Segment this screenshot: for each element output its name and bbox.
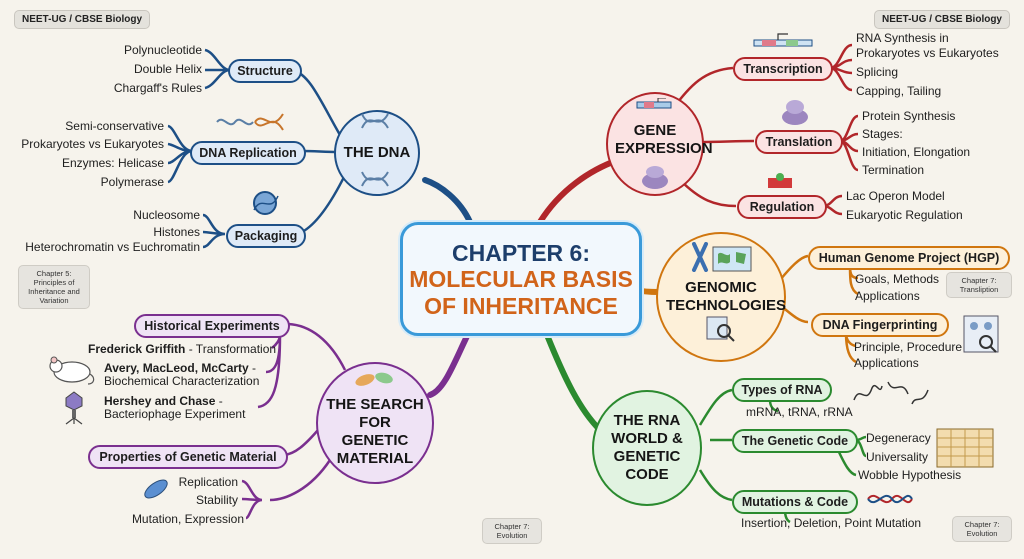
- chromosome-icon: [692, 242, 708, 272]
- magnifier-icon: [706, 316, 735, 342]
- branch-genetic-code[interactable]: The Genetic Code: [732, 429, 858, 453]
- fingerprinting-item: Principle, Procedure: [854, 340, 963, 354]
- translation-item: Protein Synthesis: [862, 109, 956, 123]
- mutations-item: Insertion, Deletion, Point Mutation: [741, 516, 922, 530]
- repressor-icon: [768, 173, 792, 188]
- replication-item: Polymerase: [100, 175, 164, 189]
- genetic-code-item: Degeneracy: [866, 431, 931, 445]
- packaging-item: Nucleosome: [133, 208, 200, 222]
- hub-label: GENE EXPRESSION: [615, 122, 713, 157]
- mouse-icon: [49, 356, 95, 385]
- subject-badge-left: NEET-UG / CBSE Biology: [14, 10, 151, 29]
- translation-item: Stages:: [862, 127, 903, 141]
- hub-the-dna: THE DNA: [334, 110, 420, 196]
- properties-item: Stability: [195, 493, 238, 507]
- chapter-note-right: Chapter 7: Transliption: [946, 272, 1012, 298]
- chapter-title-box: CHAPTER 6: MOLECULAR BASIS OF INHERITANC…: [400, 222, 642, 336]
- replication-item: Semi-conservative: [65, 119, 164, 133]
- chapter-note-bottom-right: Chapter 7: Evolution: [952, 516, 1012, 542]
- properties-item: Mutation, Expression: [131, 512, 244, 526]
- hub-genomic-technologies: GENOMIC TECHNOLOGIES: [656, 232, 786, 362]
- hub-label: THE SEARCH FOR GENETIC MATERIAL: [326, 396, 424, 467]
- chapter-number: CHAPTER 6:: [451, 240, 590, 266]
- regulation-item: Eukaryotic Regulation: [846, 208, 963, 222]
- branch-translation[interactable]: Translation: [755, 130, 843, 154]
- branch-mutations-code[interactable]: Mutations & Code: [732, 490, 858, 514]
- chapter-note-bottom: Chapter 7: Evolution: [482, 518, 542, 544]
- fingerprinting-item: Applications: [854, 356, 919, 370]
- gene-diagram-icon: [216, 113, 284, 131]
- structure-item: Chargaff's Rules: [113, 81, 202, 95]
- rna-types-item: mRNA, tRNA, rRNA: [746, 405, 853, 419]
- regulation-item: Lac Operon Model: [846, 189, 945, 203]
- gene-diagram-icon: [636, 98, 672, 109]
- branch-human-genome-project[interactable]: Human Genome Project (HGP): [808, 246, 1010, 270]
- chapter-title-line-1: MOLECULAR BASIS: [409, 266, 633, 292]
- hub-label: THE DNA: [343, 144, 411, 161]
- dna-helix-icon: [867, 494, 913, 504]
- packaging-item: Heterochromatin vs Euchromatin: [25, 240, 200, 254]
- experiment-item-hershey-detail: Bacteriophage Experiment: [104, 407, 246, 421]
- transcription-item: Splicing: [856, 65, 899, 79]
- hgp-item: Applications: [855, 289, 920, 303]
- translation-item: Termination: [862, 163, 925, 177]
- transcription-item: RNA Synthesis in: [856, 31, 949, 45]
- experiment-item-avery: Avery, MacLeod, McCarty -: [104, 361, 257, 375]
- dna-helix-icon: [361, 171, 389, 187]
- replication-item: Enzymes: Helicase: [61, 156, 164, 170]
- codon-table-icon: [936, 428, 994, 468]
- branch-dna-replication[interactable]: DNA Replication: [190, 141, 306, 165]
- ribosome-icon: [642, 166, 668, 189]
- world-map-icon: [712, 246, 752, 272]
- experiment-item-griffith: Frederick Griffith - Transformation: [88, 342, 277, 356]
- hub-search-for-genetic-material: THE SEARCH FOR GENETIC MATERIAL: [316, 362, 434, 484]
- branch-types-of-rna[interactable]: Types of RNA: [732, 378, 832, 402]
- dna-helix-icon: [361, 113, 389, 129]
- properties-item: Replication: [178, 475, 238, 489]
- genetic-code-item: Wobble Hypothesis: [858, 468, 962, 482]
- branch-transcription[interactable]: Transcription: [733, 57, 833, 81]
- transcription-item: Prokaryotes vs Eukaryotes: [856, 46, 999, 60]
- translation-item: Initiation, Elongation: [862, 145, 971, 159]
- bacteriophage-icon: [65, 391, 83, 425]
- bacteria-icon: [355, 372, 393, 386]
- fingerprint-profile-icon: [963, 315, 999, 353]
- branch-dna-fingerprinting[interactable]: DNA Fingerprinting: [811, 313, 949, 337]
- hub-label: THE RNA WORLD & GENETIC CODE: [611, 412, 683, 483]
- branch-properties-genetic-material[interactable]: Properties of Genetic Material: [88, 445, 288, 469]
- chapter-title-line-2: OF INHERITANCE: [424, 293, 618, 319]
- experiment-item-avery-detail: Biochemical Characterization: [104, 374, 260, 388]
- structure-item: Polynucleotide: [123, 43, 202, 57]
- hub-rna-world-genetic-code: THE RNA WORLD & GENETIC CODE: [592, 390, 702, 506]
- genetic-code-item: Universality: [866, 450, 929, 464]
- ribosome-icon: [782, 100, 808, 125]
- branch-historical-experiments[interactable]: Historical Experiments: [134, 314, 290, 338]
- bacteria-icon: [144, 479, 168, 499]
- replication-item: Prokaryotes vs Eukaryotes: [21, 137, 164, 151]
- branch-packaging[interactable]: Packaging: [226, 224, 306, 248]
- trna-icon: [853, 381, 929, 405]
- hub-label: GENOMIC TECHNOLOGIES: [666, 279, 787, 314]
- branch-structure[interactable]: Structure: [228, 59, 302, 83]
- nucleosome-icon: [253, 191, 279, 215]
- chapter-note-left: Chapter 5: Principles of Inheritance and…: [18, 265, 90, 309]
- subject-badge-right: NEET-UG / CBSE Biology: [873, 10, 1010, 29]
- structure-item: Double Helix: [133, 62, 202, 76]
- packaging-item: Histones: [153, 225, 200, 239]
- gene-diagram-icon: [753, 33, 813, 47]
- transcription-item: Capping, Tailing: [856, 84, 942, 98]
- hgp-item: Goals, Methods: [855, 272, 940, 286]
- experiment-item-hershey: Hershey and Chase -: [104, 394, 223, 408]
- branch-regulation[interactable]: Regulation: [737, 195, 827, 219]
